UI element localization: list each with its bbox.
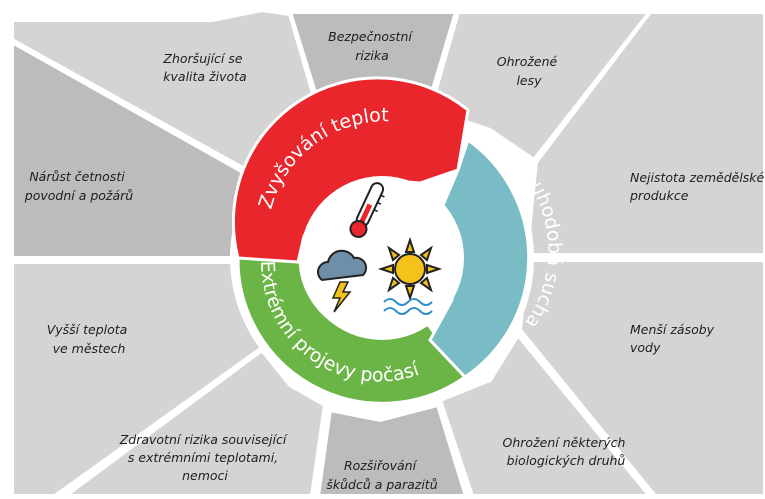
impact-left-lower: Vyšší teplota ve městech [47, 322, 132, 356]
impact-bottom: Rozšiřování škůdců a parazitů [326, 458, 437, 492]
impact-top-right: Ohrožené lesy [497, 54, 561, 88]
impact-right-upper: Nejistota zemědělské produkce [629, 170, 765, 203]
ring-segment-warming [231, 76, 470, 264]
impact-bottom-right: Ohrožení některých biologických druhů [503, 435, 630, 468]
storm-cloud-icon [317, 249, 368, 313]
impact-right-lower: Menší zásoby vody [630, 322, 718, 355]
water-waves-icon [383, 298, 433, 315]
thermometer-icon [349, 182, 385, 239]
impact-top: Bezpečnostní rizika [328, 29, 416, 63]
impact-top-left: Zhoršující se kvalita života [162, 51, 246, 84]
panel-bottom-right [437, 331, 655, 498]
ring-segment-drought [428, 137, 531, 379]
sun-icon [377, 236, 443, 302]
impact-labels: Zhoršující se kvalita života Bezpečnostn… [24, 29, 765, 492]
center-disc [300, 176, 464, 340]
panel-bottom-left [58, 347, 328, 498]
impact-left-upper: Nárůst četnosti povodní a požárů [24, 169, 134, 203]
impact-bottom-left: Zdravotní rizika související s extrémním… [119, 432, 291, 483]
panel-bottom [315, 402, 469, 498]
